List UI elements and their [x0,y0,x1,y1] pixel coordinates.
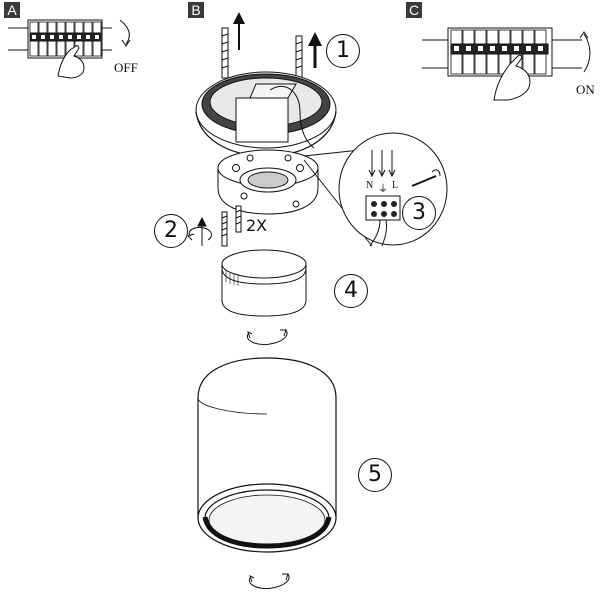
breaker-on-label: ON [576,82,595,97]
screw-quantity-label: 2X [246,216,268,235]
terminal-neutral-label: N [366,180,374,191]
hand-icon [57,45,85,79]
breaker-rail-off [8,19,112,59]
step-number-4: 4 [334,274,368,308]
screw-rotate-icon [187,216,212,246]
led-module [221,249,307,317]
cylinder-housing [197,357,337,553]
ceiling-screw-icon [221,27,303,81]
rotate-arrow-icon [248,573,290,589]
ceiling-plate [195,71,337,157]
rotate-arrow-icon [246,329,288,345]
wiring-callout [303,132,448,247]
panel-a-label: A [4,2,20,18]
breaker-off-label: OFF [114,60,138,75]
screw-up-arrow-icon [233,12,322,68]
breaker-rail-on [422,27,582,77]
step-number-3: 3 [402,196,436,230]
panel-b-label: B [188,2,204,18]
terminal-live-label: L [392,180,399,191]
mounting-ring [217,149,319,215]
fixing-screw-icon [221,205,242,247]
terminal-earth-label: ⏚ [378,184,388,195]
rotate-down-arrow-icon [119,19,131,47]
hand-icon [493,54,531,101]
step-number-5: 5 [358,458,392,492]
step-number-2: 2 [154,214,188,248]
step-number-1: 1 [326,34,360,68]
rotate-up-arrow-icon [579,31,591,73]
panel-c-label: C [406,2,422,18]
